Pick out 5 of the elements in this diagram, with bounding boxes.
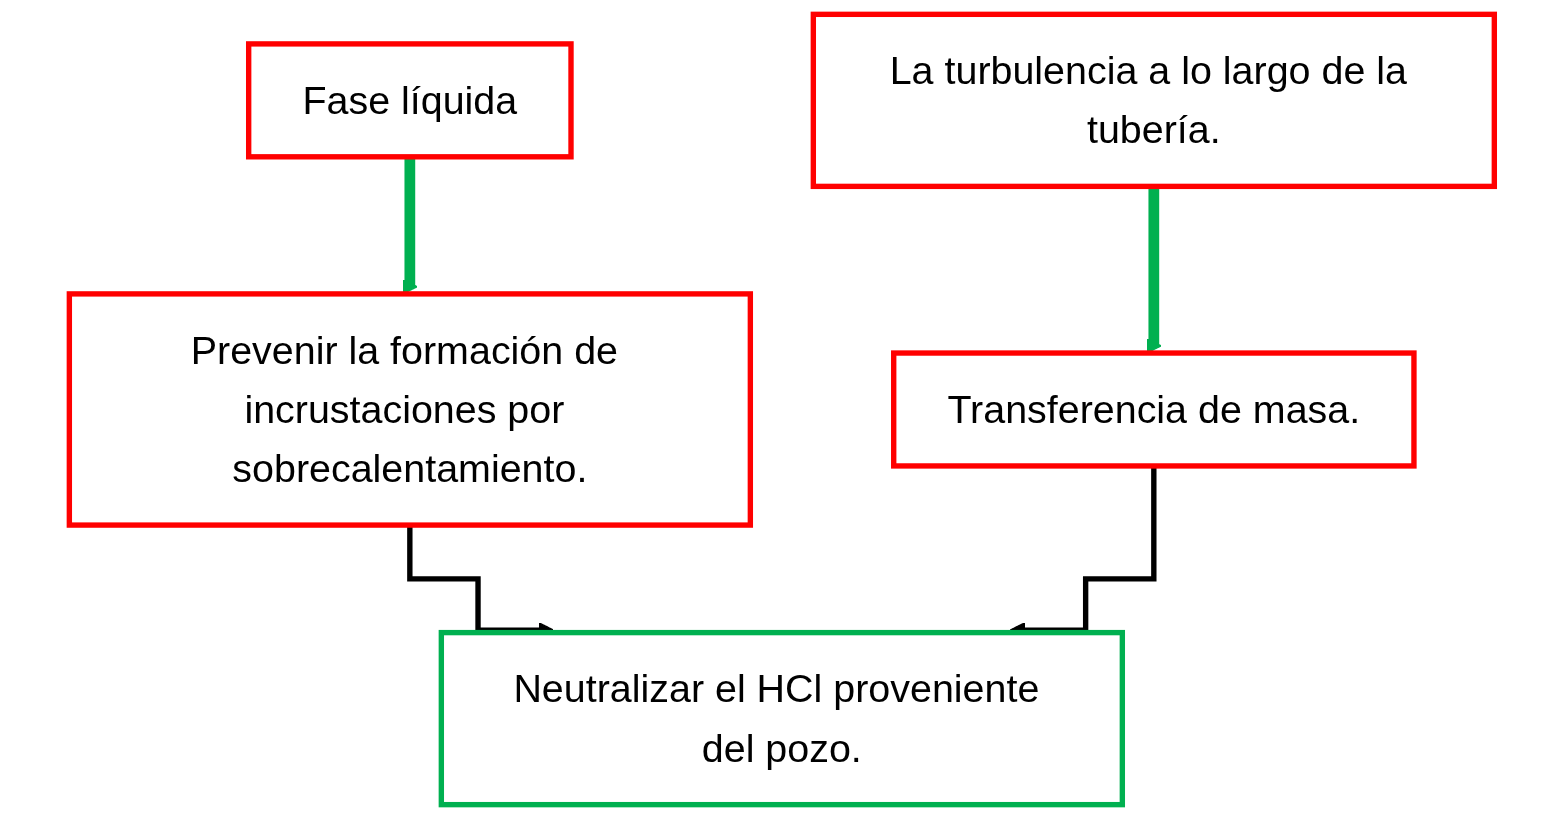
node-box: Transferencia de masa. bbox=[890, 350, 1417, 469]
node-box: Neutralizar el HCl proveniente del pozo. bbox=[438, 629, 1125, 808]
node-box: Prevenir la formación de incrustaciones por sobrecalentamiento. bbox=[66, 291, 753, 528]
node-box: La turbulencia a lo largo de la tubería. bbox=[810, 11, 1497, 190]
node-box: Fase líquida bbox=[245, 41, 574, 160]
